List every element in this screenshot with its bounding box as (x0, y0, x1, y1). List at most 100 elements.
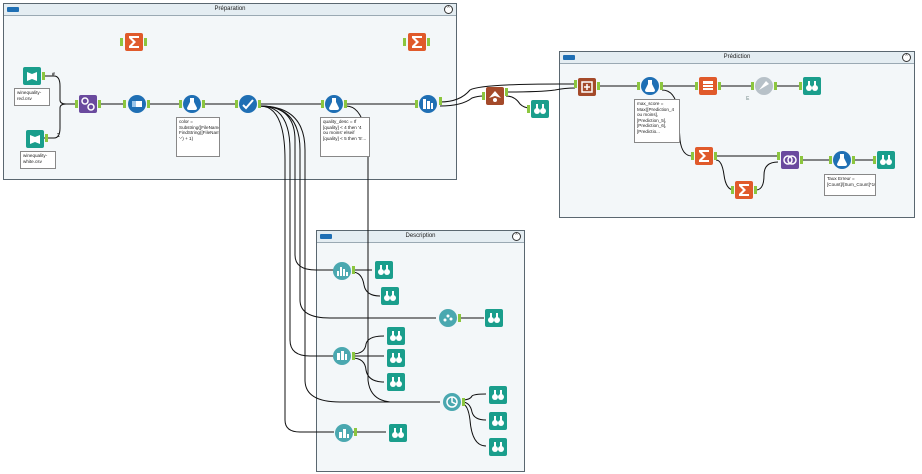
join-tool[interactable] (780, 150, 800, 170)
container-title: Préparation (214, 6, 246, 12)
union-tool[interactable] (78, 94, 98, 114)
create-samples-tool[interactable] (418, 94, 438, 114)
field-summary-tool[interactable] (442, 392, 462, 412)
output-anchor[interactable] (800, 156, 803, 164)
browse-tool[interactable] (374, 260, 394, 280)
collapse-icon[interactable]: ⌃ (444, 5, 453, 14)
output-anchor[interactable] (202, 100, 205, 108)
table-tool[interactable] (698, 76, 718, 96)
output-anchor[interactable] (144, 38, 147, 46)
browse-tool[interactable] (802, 76, 822, 96)
browse-tool[interactable] (386, 326, 406, 346)
annotation-formula-quality: quality_desc = If [quality] < 4 then '4 … (320, 117, 370, 157)
browse-tool[interactable] (530, 99, 550, 119)
input-anchor[interactable] (873, 156, 876, 164)
output-anchor[interactable] (439, 97, 442, 105)
annotation-input-red: winequality-red.csv (14, 88, 50, 106)
output-anchor[interactable] (42, 72, 45, 80)
container-title: Description (405, 233, 436, 239)
anchor-label: E (746, 96, 750, 102)
browse-tool[interactable] (386, 372, 406, 392)
summarize-tool[interactable] (734, 180, 754, 200)
render-tool[interactable] (754, 76, 774, 96)
container-header[interactable]: Description ⌃ (317, 231, 524, 243)
histogram-tool[interactable] (332, 261, 352, 281)
container-header[interactable]: Prédiction ⌃ (560, 52, 914, 64)
annotation-formula-taux: Taux Erreur = [Count]/[Sum_Count]*100 (824, 174, 876, 196)
output-anchor[interactable] (714, 152, 717, 160)
output-anchor[interactable] (718, 82, 721, 90)
multi-field-tool[interactable] (238, 94, 258, 114)
browse-tool[interactable] (386, 348, 406, 368)
input-anchor[interactable] (403, 38, 406, 46)
input-anchor[interactable] (527, 105, 530, 113)
input-anchor[interactable] (574, 80, 577, 88)
input-anchor[interactable] (637, 82, 640, 90)
browse-tool[interactable] (388, 423, 408, 443)
browse-tool[interactable] (488, 411, 508, 431)
annotation-formula-color: color = Substring([FileName], FindString… (176, 117, 220, 157)
output-anchor[interactable] (754, 186, 757, 194)
input-anchor[interactable] (731, 186, 734, 194)
summarize-tool[interactable] (694, 146, 714, 166)
container-color-tag (7, 7, 19, 12)
browse-tool[interactable] (380, 286, 400, 306)
container-preparation[interactable]: Préparation ⌃ (3, 3, 457, 180)
container-title: Prédiction (723, 54, 751, 60)
formula-color-tool[interactable] (182, 94, 202, 114)
input-anchor[interactable] (777, 152, 780, 160)
output-anchor[interactable] (352, 352, 355, 360)
anchor-label: # (52, 72, 55, 78)
container-header[interactable]: Préparation ⌃ (4, 4, 456, 16)
scatterplot-tool[interactable] (438, 308, 458, 328)
input-anchor[interactable] (691, 152, 694, 160)
output-anchor[interactable] (660, 82, 663, 90)
collapse-icon[interactable]: ⌃ (512, 232, 521, 241)
output-anchor[interactable] (344, 100, 347, 108)
input-anchor[interactable] (482, 92, 485, 100)
summarize-tool[interactable] (407, 32, 427, 52)
output-anchor[interactable] (98, 100, 101, 108)
container-color-tag (320, 234, 332, 239)
input-anchor[interactable] (799, 82, 802, 90)
input-anchor[interactable] (751, 82, 754, 90)
collapse-icon[interactable]: ⌃ (902, 53, 911, 62)
decision-tree-tool[interactable] (485, 86, 505, 106)
formula-taux-tool[interactable] (832, 150, 852, 170)
input-anchor[interactable] (695, 82, 698, 90)
browse-tool[interactable] (488, 437, 508, 457)
browse-tool[interactable] (488, 385, 508, 405)
input-red-tool[interactable] (22, 66, 42, 86)
input-anchor[interactable] (415, 100, 418, 108)
output-anchor[interactable] (852, 156, 855, 164)
input-anchor[interactable] (179, 100, 182, 108)
input-anchor[interactable] (123, 100, 126, 108)
output-anchor[interactable] (352, 266, 355, 274)
score-tool[interactable] (577, 77, 597, 97)
input-anchor[interactable] (321, 100, 324, 108)
boxplot-tool[interactable] (332, 346, 352, 366)
output-anchor[interactable] (597, 82, 600, 90)
browse-tool[interactable] (484, 308, 504, 328)
output-anchor[interactable] (427, 38, 430, 46)
formula-max-score-tool[interactable] (640, 76, 660, 96)
summarize-tool[interactable] (124, 32, 144, 52)
output-anchor[interactable] (147, 100, 150, 108)
input-white-tool[interactable] (25, 129, 45, 149)
output-anchor[interactable] (774, 82, 777, 90)
formula-quality-tool[interactable] (324, 94, 344, 114)
input-anchor[interactable] (120, 38, 123, 46)
input-anchor[interactable] (235, 100, 238, 108)
output-anchor[interactable] (45, 134, 48, 142)
output-anchor[interactable] (354, 428, 357, 436)
output-anchor[interactable] (258, 100, 261, 108)
bar-chart-tool[interactable] (334, 423, 354, 443)
annotation-formula-max-score: max_score = Max([Prediction_4 ou moins],… (634, 99, 680, 143)
output-anchor[interactable] (505, 88, 508, 96)
browse-tool[interactable] (876, 150, 896, 170)
output-anchor[interactable] (462, 398, 465, 406)
select-tool[interactable] (127, 94, 147, 114)
output-anchor[interactable] (458, 314, 461, 322)
input-anchor[interactable] (75, 100, 78, 108)
input-anchor[interactable] (829, 156, 832, 164)
